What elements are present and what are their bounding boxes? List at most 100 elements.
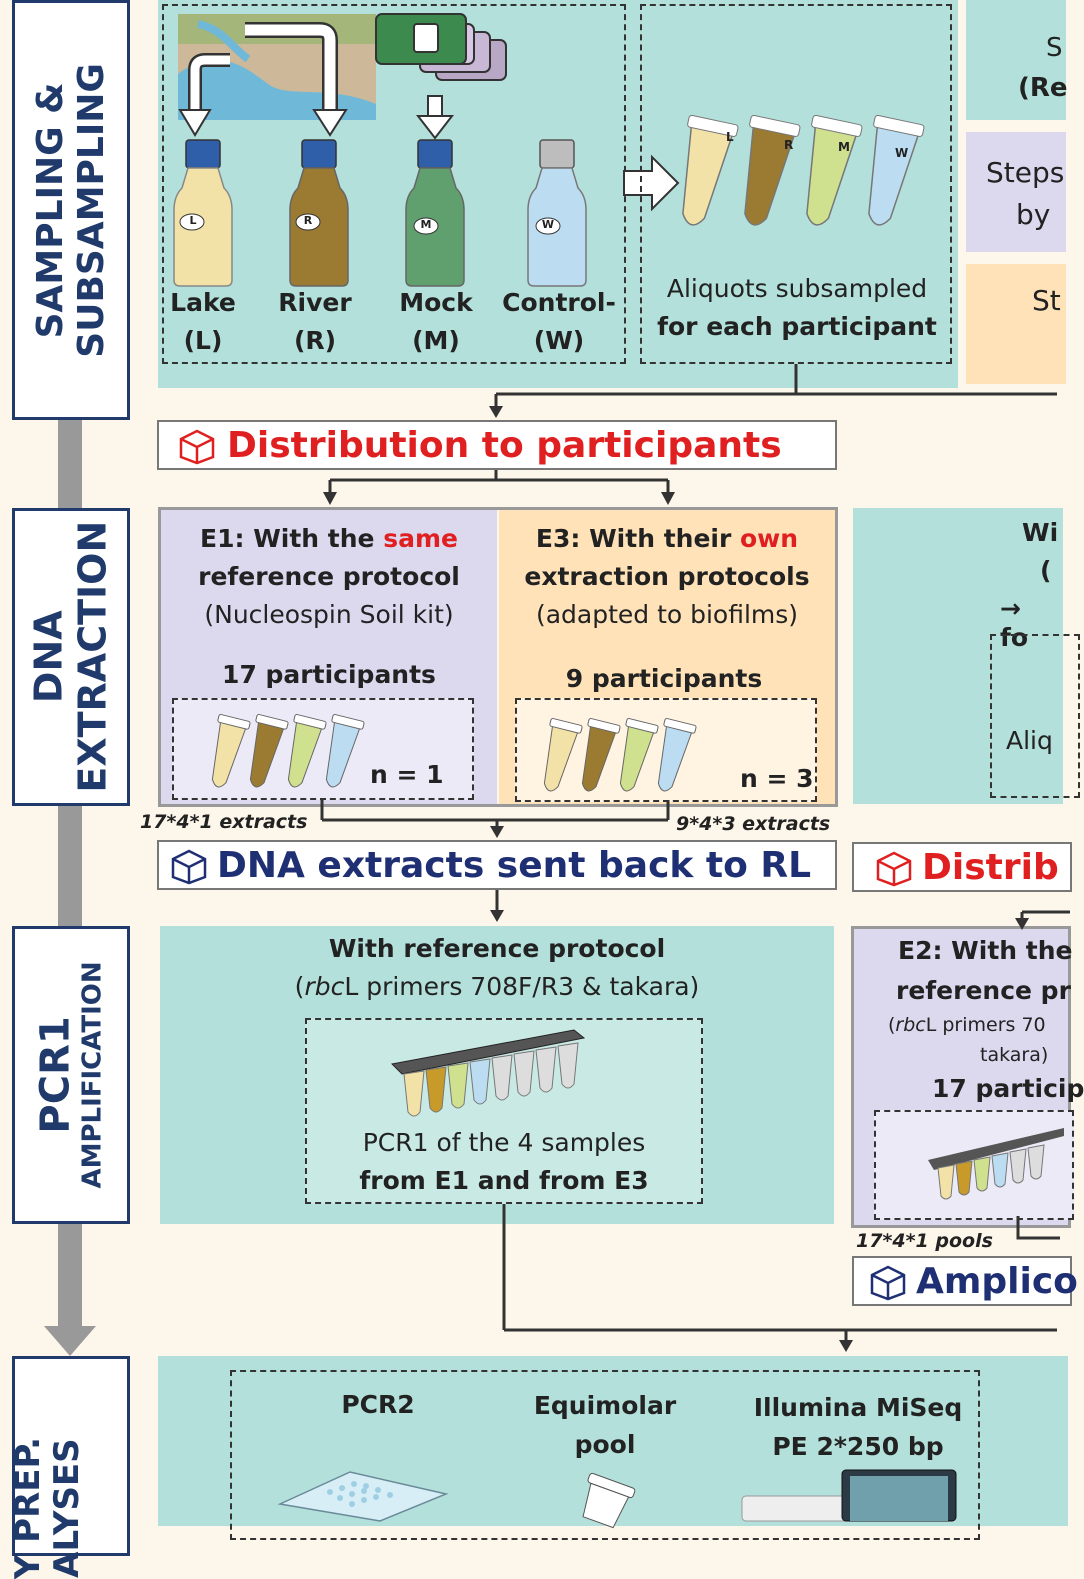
e2-title: E2: With the xyxy=(898,936,1073,965)
label-lake-code: (L) xyxy=(183,326,223,355)
label-lake-name: Lake xyxy=(170,288,236,317)
label-river: River (R) xyxy=(274,284,356,360)
e2-sub-prefix: ( xyxy=(888,1014,896,1036)
pcr1-title: With reference protocol xyxy=(328,934,666,963)
e1-n: n = 1 xyxy=(370,760,444,789)
pcr1-box-line2: from E1 and from E3 xyxy=(359,1166,649,1195)
label-mock-name: Mock xyxy=(399,288,473,317)
e1-extracts: 17*4*1 extracts xyxy=(140,811,308,833)
stage-connector xyxy=(58,418,82,510)
arrow-lake-icon xyxy=(178,53,230,137)
e1-line3: (Nucleospin Soil kit) xyxy=(204,600,454,629)
stage-dna-line1: DNA xyxy=(26,610,71,704)
bottle-lake-letter: L xyxy=(189,214,197,227)
legend-item-1-line1: S xyxy=(1046,33,1063,63)
right-dna-panel xyxy=(853,508,1063,804)
stage-library: Y PREP. ALYSES xyxy=(8,1356,130,1579)
aliquots-caption: Aliquots subsampled for each participant xyxy=(644,270,950,346)
pcr1-sub-italic: rbc xyxy=(304,972,345,1001)
legend-item-3-text: St xyxy=(1032,284,1061,317)
bottle-lake-icon xyxy=(173,139,233,287)
tube-letter-m: M xyxy=(838,140,850,154)
distribution-text: Distribution to participants xyxy=(227,424,782,466)
legend-item-2: Steps by xyxy=(966,132,1066,252)
lib-illumina: Illumina MiSeq PE 2*250 bp xyxy=(740,1388,976,1466)
dna-sent-back-banner: DNA extracts sent back to RL xyxy=(157,840,837,890)
legend-item-1: S (Re xyxy=(966,0,1068,120)
amplicon-banner: Amplico xyxy=(852,1256,1078,1306)
flow-lines-top xyxy=(323,364,1057,505)
package-icon xyxy=(179,429,215,465)
extraction-frame xyxy=(158,507,838,807)
lib-equimolar-line1: Equimolar xyxy=(533,1391,677,1420)
e3-line2: extraction protocols xyxy=(524,562,810,591)
e2-arrow xyxy=(1015,910,1070,930)
label-river-name: River xyxy=(278,288,352,317)
pcr1-box-line1: PCR1 of the 4 samples xyxy=(362,1128,646,1157)
e2-sub-rest: L primers 70 xyxy=(925,1014,1046,1036)
stage-pcr-line2: AMPLIFICATION xyxy=(78,961,109,1189)
e2-flow-line xyxy=(1016,1216,1060,1240)
e3-tubes-icon xyxy=(543,717,697,792)
lib-illumina-line1: Illumina MiSeq xyxy=(753,1393,963,1422)
e2-dashed-box xyxy=(874,1110,1074,1220)
e2-pcr-strip-icon xyxy=(928,1128,1064,1200)
stage-pcr-line1: PCR1 xyxy=(33,1016,80,1134)
bottle-control-icon xyxy=(527,139,587,287)
e3-title-prefix: E3: With their xyxy=(535,524,740,553)
right-dna-dashed-box xyxy=(990,634,1080,798)
legend-item-2-line1: Steps xyxy=(986,156,1065,189)
package-icon xyxy=(870,1265,906,1301)
right-dna-l4: Aliq xyxy=(1006,726,1053,755)
pcr1-sub-rest: L primers 708F/R3 & takara) xyxy=(344,972,700,1001)
flow-lines-mid xyxy=(320,800,670,922)
lib-equimolar-line2: pool xyxy=(574,1430,636,1459)
label-mock-code: (M) xyxy=(412,326,460,355)
library-dashed-box xyxy=(230,1370,980,1540)
right-dna-l3: → fo xyxy=(1000,594,1029,652)
label-mock: Mock (M) xyxy=(394,284,478,360)
package-icon xyxy=(876,851,912,887)
stage-sampling: SAMPLING & SUBSAMPLING xyxy=(12,0,130,420)
distrib-right-banner: Distrib xyxy=(852,842,1072,892)
e2-line4: takara) xyxy=(980,1044,1049,1066)
lib-equimolar: Equimolar pool xyxy=(520,1386,690,1464)
aliquots-dashed-box xyxy=(640,4,952,364)
e1-title-highlight: same xyxy=(383,524,458,553)
e1-text: E1: With the same reference protocol (Nu… xyxy=(161,520,497,634)
e3-participants: 9 participants xyxy=(565,664,763,693)
stage-arrowhead xyxy=(44,1326,96,1356)
dna-sent-back-text: DNA extracts sent back to RL xyxy=(217,844,812,886)
tube-letter-r: R xyxy=(784,138,794,152)
distribution-banner: Distribution to participants xyxy=(157,420,837,470)
e3-extracts: 9*4*3 extracts xyxy=(676,813,831,835)
plate-icon xyxy=(277,1471,449,1522)
e1-title-prefix: E1: With the xyxy=(200,524,384,553)
amplicon-text: Amplico xyxy=(916,1260,1078,1302)
bottle-mock-icon xyxy=(405,139,465,287)
e1-line2: reference protocol xyxy=(198,562,460,591)
stage-connector xyxy=(58,803,82,928)
label-river-code: (R) xyxy=(293,326,337,355)
e1-participants: 17 participants xyxy=(222,660,436,689)
label-control: Control- (W) xyxy=(500,284,618,360)
stage-dna-extraction: DNA EXTRACTION xyxy=(12,508,130,806)
right-dna-l1: Wi xyxy=(1022,518,1059,547)
e2-sub: (rbcL primers 70 xyxy=(888,1014,1046,1036)
legend-item-2-line2: by xyxy=(1016,198,1051,231)
pcr-strip-icon xyxy=(390,1029,586,1117)
e3-line3: (adapted to biofilms) xyxy=(535,600,799,629)
stage-lib-line2: ALYSES xyxy=(47,1438,88,1578)
distrib-right-text: Distrib xyxy=(922,846,1059,888)
bottle-mock-letter: M xyxy=(420,218,432,231)
lib-pcr2: PCR2 xyxy=(341,1390,415,1419)
stage-pcr1: PCR1 AMPLIFICATION xyxy=(12,926,130,1224)
lib-illumina-line2: PE 2*250 bp xyxy=(772,1432,944,1461)
e2-pools: 17*4*1 pools xyxy=(856,1230,993,1252)
arrow-river-icon xyxy=(245,22,348,137)
subsample-arrow-icon xyxy=(623,154,680,212)
stage-connector xyxy=(58,1222,82,1332)
e3-text: E3: With their own extraction protocols … xyxy=(499,520,835,634)
e2-line2: reference pr xyxy=(896,976,1071,1005)
legend-item-1-line2: (Re xyxy=(1018,73,1068,103)
